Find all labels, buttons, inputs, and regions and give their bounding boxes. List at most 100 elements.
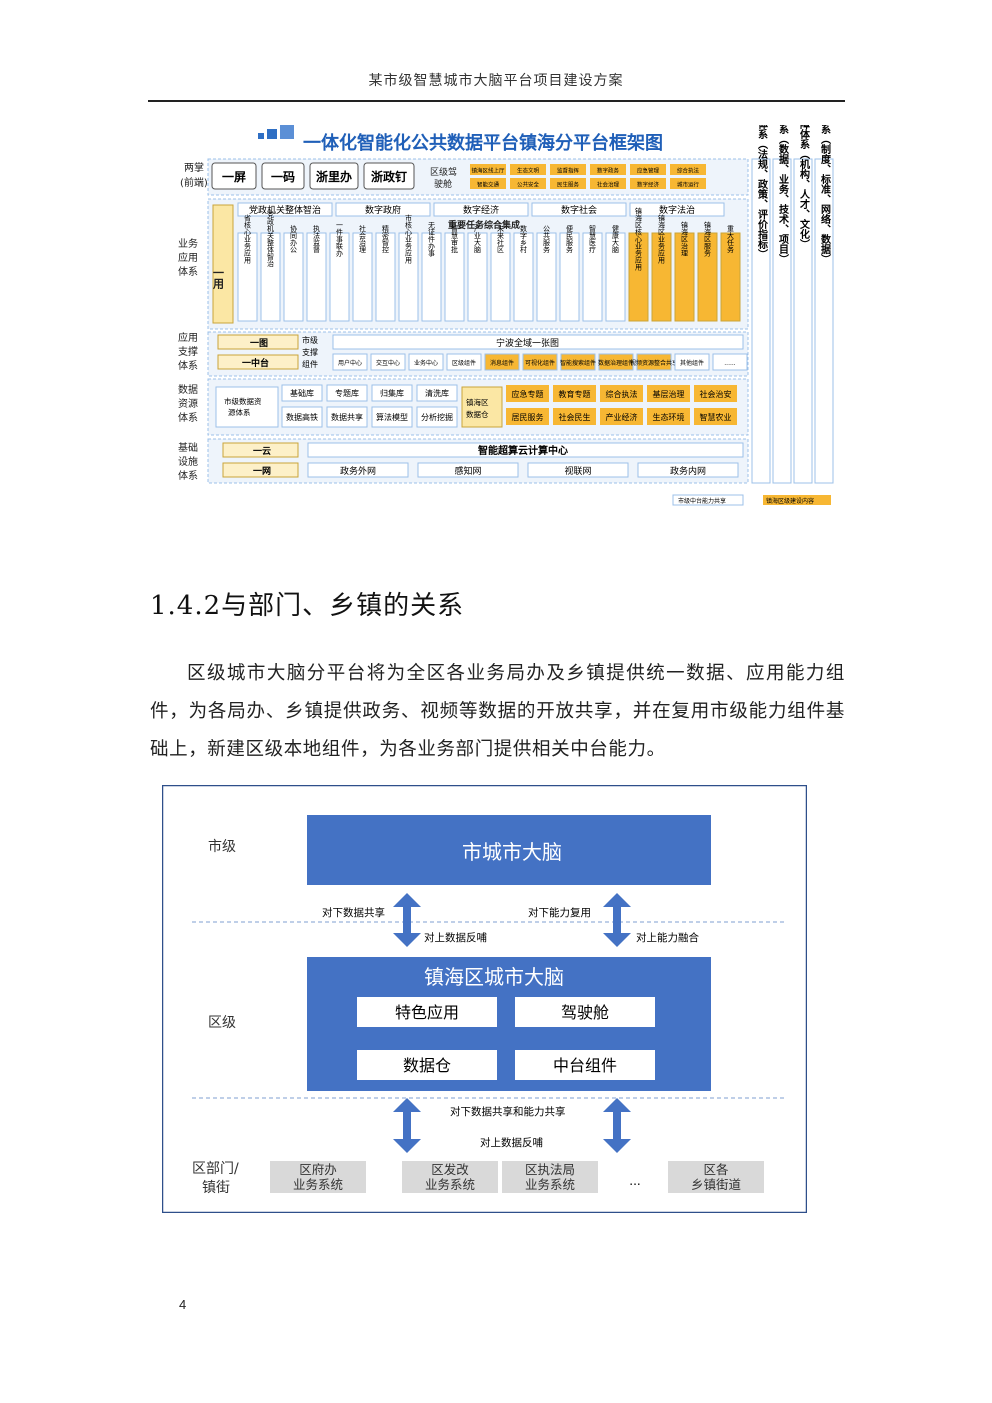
business-app-label: 镇海区业务应用 [658,214,666,265]
svg-text:资源: 资源 [178,397,198,410]
body-paragraph: 区级城市大脑分平台将为全区各业务局办及乡镇提供统一数据、应用能力组件，为各局办、… [150,663,845,760]
cockpit-item [590,164,626,175]
data-library-label: 专题库 [335,388,359,398]
svg-text:体系: 体系 [178,412,198,424]
district-module [515,1050,655,1080]
svg-text:区级驾: 区级驾 [430,166,457,178]
data-topic [694,408,737,425]
business-app-label: 执法监督 [313,224,321,254]
support-component-label: 视频资源整合共享 [630,359,678,367]
cockpit-item [510,164,546,175]
business-app [306,232,327,322]
network [637,462,739,478]
business-app [490,232,511,322]
support-component-label: ...... [724,360,736,367]
data-topic [553,385,596,402]
cockpit-item-label: 公共安全 [517,181,540,189]
support-map: 宁波全域一张图 [496,337,559,349]
cockpit-item-label: 数字政务 [597,167,620,175]
support-component-label: 可视化组件 [525,359,555,367]
data-capability [371,406,413,428]
data-topic [553,408,596,425]
business-app-label: 重大任务 [727,225,735,254]
support-component [332,353,368,371]
business-app-label: 镇海区核心业务应用 [635,207,643,272]
legend-city: 市级中台能力共享 [678,497,726,505]
dept-system [402,1161,498,1193]
framework-diagram: 一体化智能化公共数据平台镇海分平台框架图 两掌 (前端) 业务 应用 体系 应用… [178,125,834,506]
support-component-label: 消息组件 [490,359,514,367]
network-label: 感知网 [454,465,481,477]
dept-system-label: 区各 [703,1162,729,1177]
district-module [357,997,497,1027]
data-topic [647,385,690,402]
support-left-2: 一中台 [242,357,269,369]
support-component [446,353,482,371]
business-app [605,232,626,322]
support-component-label: 智能搜索组件 [560,359,596,367]
city-brain: 市城市大脑 [462,840,562,864]
business-app-label: 社会治理 [359,224,367,253]
cockpit-item-label: 监督指挥 [557,167,580,175]
network-label: 政务外网 [340,465,376,477]
front-button-label: 浙里办 [316,169,352,184]
front-button [309,162,359,190]
business-domain [335,202,431,217]
business-app-label: 智慧医疗 [589,224,597,254]
svg-text:源体系: 源体系 [228,407,251,417]
business-app-label: 数字乡村 [520,224,528,253]
district-module [357,1050,497,1080]
svg-text:设施: 设施 [178,455,198,468]
data-topic-label: 生态环境 [653,412,685,422]
cockpit-item [630,164,666,175]
front-button [363,162,415,190]
header-rule [148,100,845,102]
side-system-label: 组织保障体系（机构、人才、文化） [798,125,811,249]
business-app-label: 一件事联办 [336,222,344,258]
support-component-label: 区级组件 [452,359,476,367]
data-topic-label: 智慧农业 [700,412,732,422]
side-system-label: 网络安全体系（制度、标准、网络、数据） [819,125,832,264]
business-domain [237,202,333,217]
dept-ellipsis: ... [629,1174,640,1188]
support-component [674,353,710,371]
side-system-label: 政策制度体系（法规、政策、评价指标） [756,125,769,259]
dept-system-label: 业务系统 [425,1177,475,1192]
business-app-label: 协同办公 [290,224,298,253]
row-label-front: 两掌 [184,162,204,174]
side-system-label: 标准规范体系（数据、业务、技术、项目） [777,125,790,264]
data-capability [281,406,323,428]
data-library [281,384,323,402]
business-domain-label: 数字政府 [365,204,401,216]
svg-text:支撑: 支撑 [302,347,318,357]
cockpit-item [470,178,506,189]
data-topic [506,385,549,402]
double-arrow [603,893,631,947]
cockpit-item [550,178,586,189]
data-topic-label: 基层治理 [653,389,685,399]
infra-compute: 智能超算云计算中心 [478,444,568,457]
svg-text:应用: 应用 [178,251,198,264]
relationship-diagram: 市级 区级 区部门/ 镇街 市城市大脑 对下数据共享 对上数据反哺 对下能力复用… [162,785,807,1213]
data-topic [600,385,643,402]
data-capability-label: 分析挖掘 [421,412,453,422]
business-app [421,232,442,322]
network-label: 视联网 [564,465,591,477]
data-library-label: 基础库 [290,388,314,398]
cockpit-item [630,178,666,189]
network [307,462,409,478]
data-topic [694,385,737,402]
level-dept-2: 镇街 [202,1180,230,1196]
svg-text:数据仓: 数据仓 [466,409,489,419]
data-topic-label: 社会民生 [559,412,591,422]
label-down-share: 对下数据共享和能力共享 [450,1105,566,1118]
data-topic-label: 综合执法 [606,389,638,399]
cockpit-item [670,164,706,175]
business-app [444,232,465,322]
cockpit-item-label: 应急管理 [637,167,660,175]
business-mid-label: 重要任务综合集成 [448,219,520,231]
cockpit-item-label: 生态文明 [517,167,540,175]
district-module-label: 驾驶舱 [561,1003,609,1022]
business-domain [531,202,627,217]
front-button-label: 一码 [271,170,295,184]
